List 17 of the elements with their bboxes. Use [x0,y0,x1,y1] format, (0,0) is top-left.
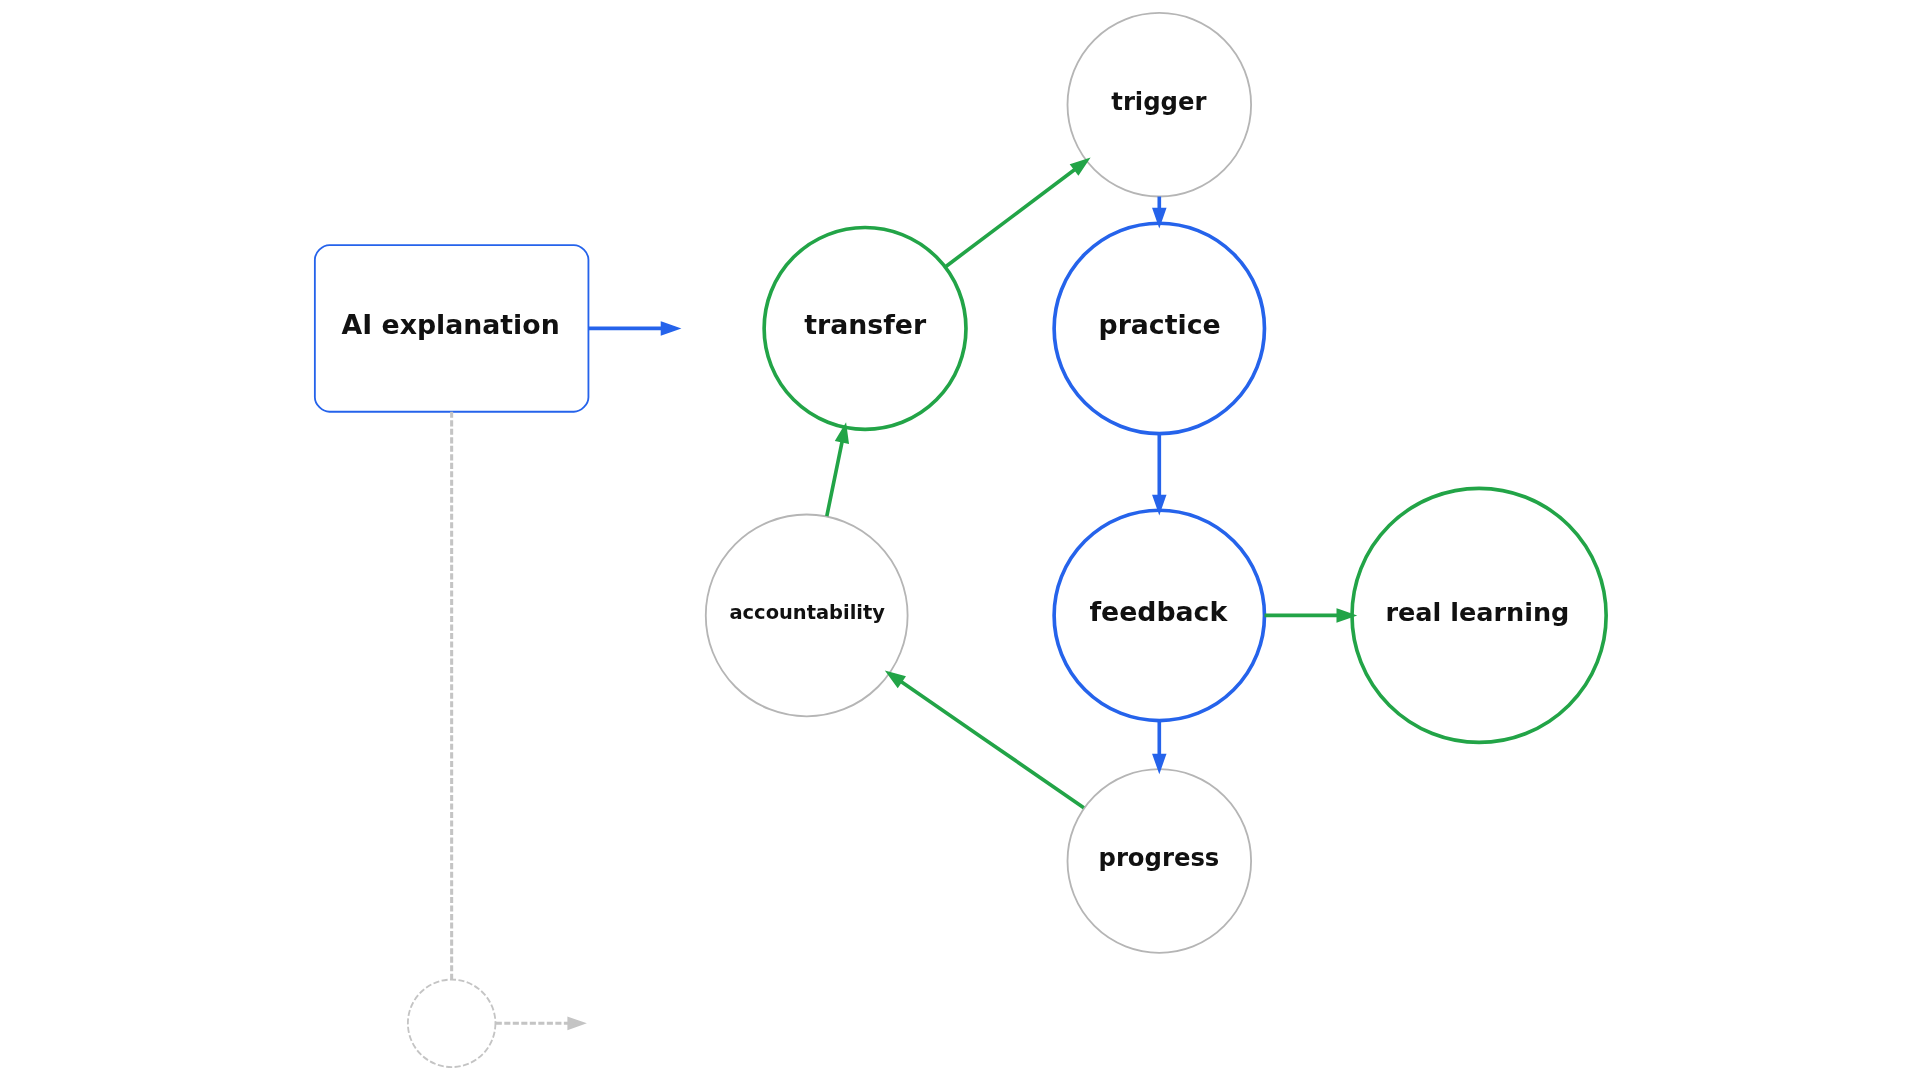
node-circle: transfer [761,225,968,432]
arrow [588,321,681,336]
arrow [1151,196,1167,229]
arrow [495,1016,587,1031]
node-circle [406,978,496,1068]
arrow [1264,608,1357,623]
node-circle: practice [1051,221,1266,436]
connector [449,411,453,980]
arrow [943,157,1091,269]
node-circle: progress [1066,768,1252,954]
node-circle: real learning [1349,486,1608,745]
node-box: AI explanation [313,244,589,413]
arrow [884,670,1085,810]
node-circle: feedback [1051,508,1266,723]
arrow [824,422,849,517]
arrow [1151,433,1167,516]
arrow [1151,720,1167,775]
